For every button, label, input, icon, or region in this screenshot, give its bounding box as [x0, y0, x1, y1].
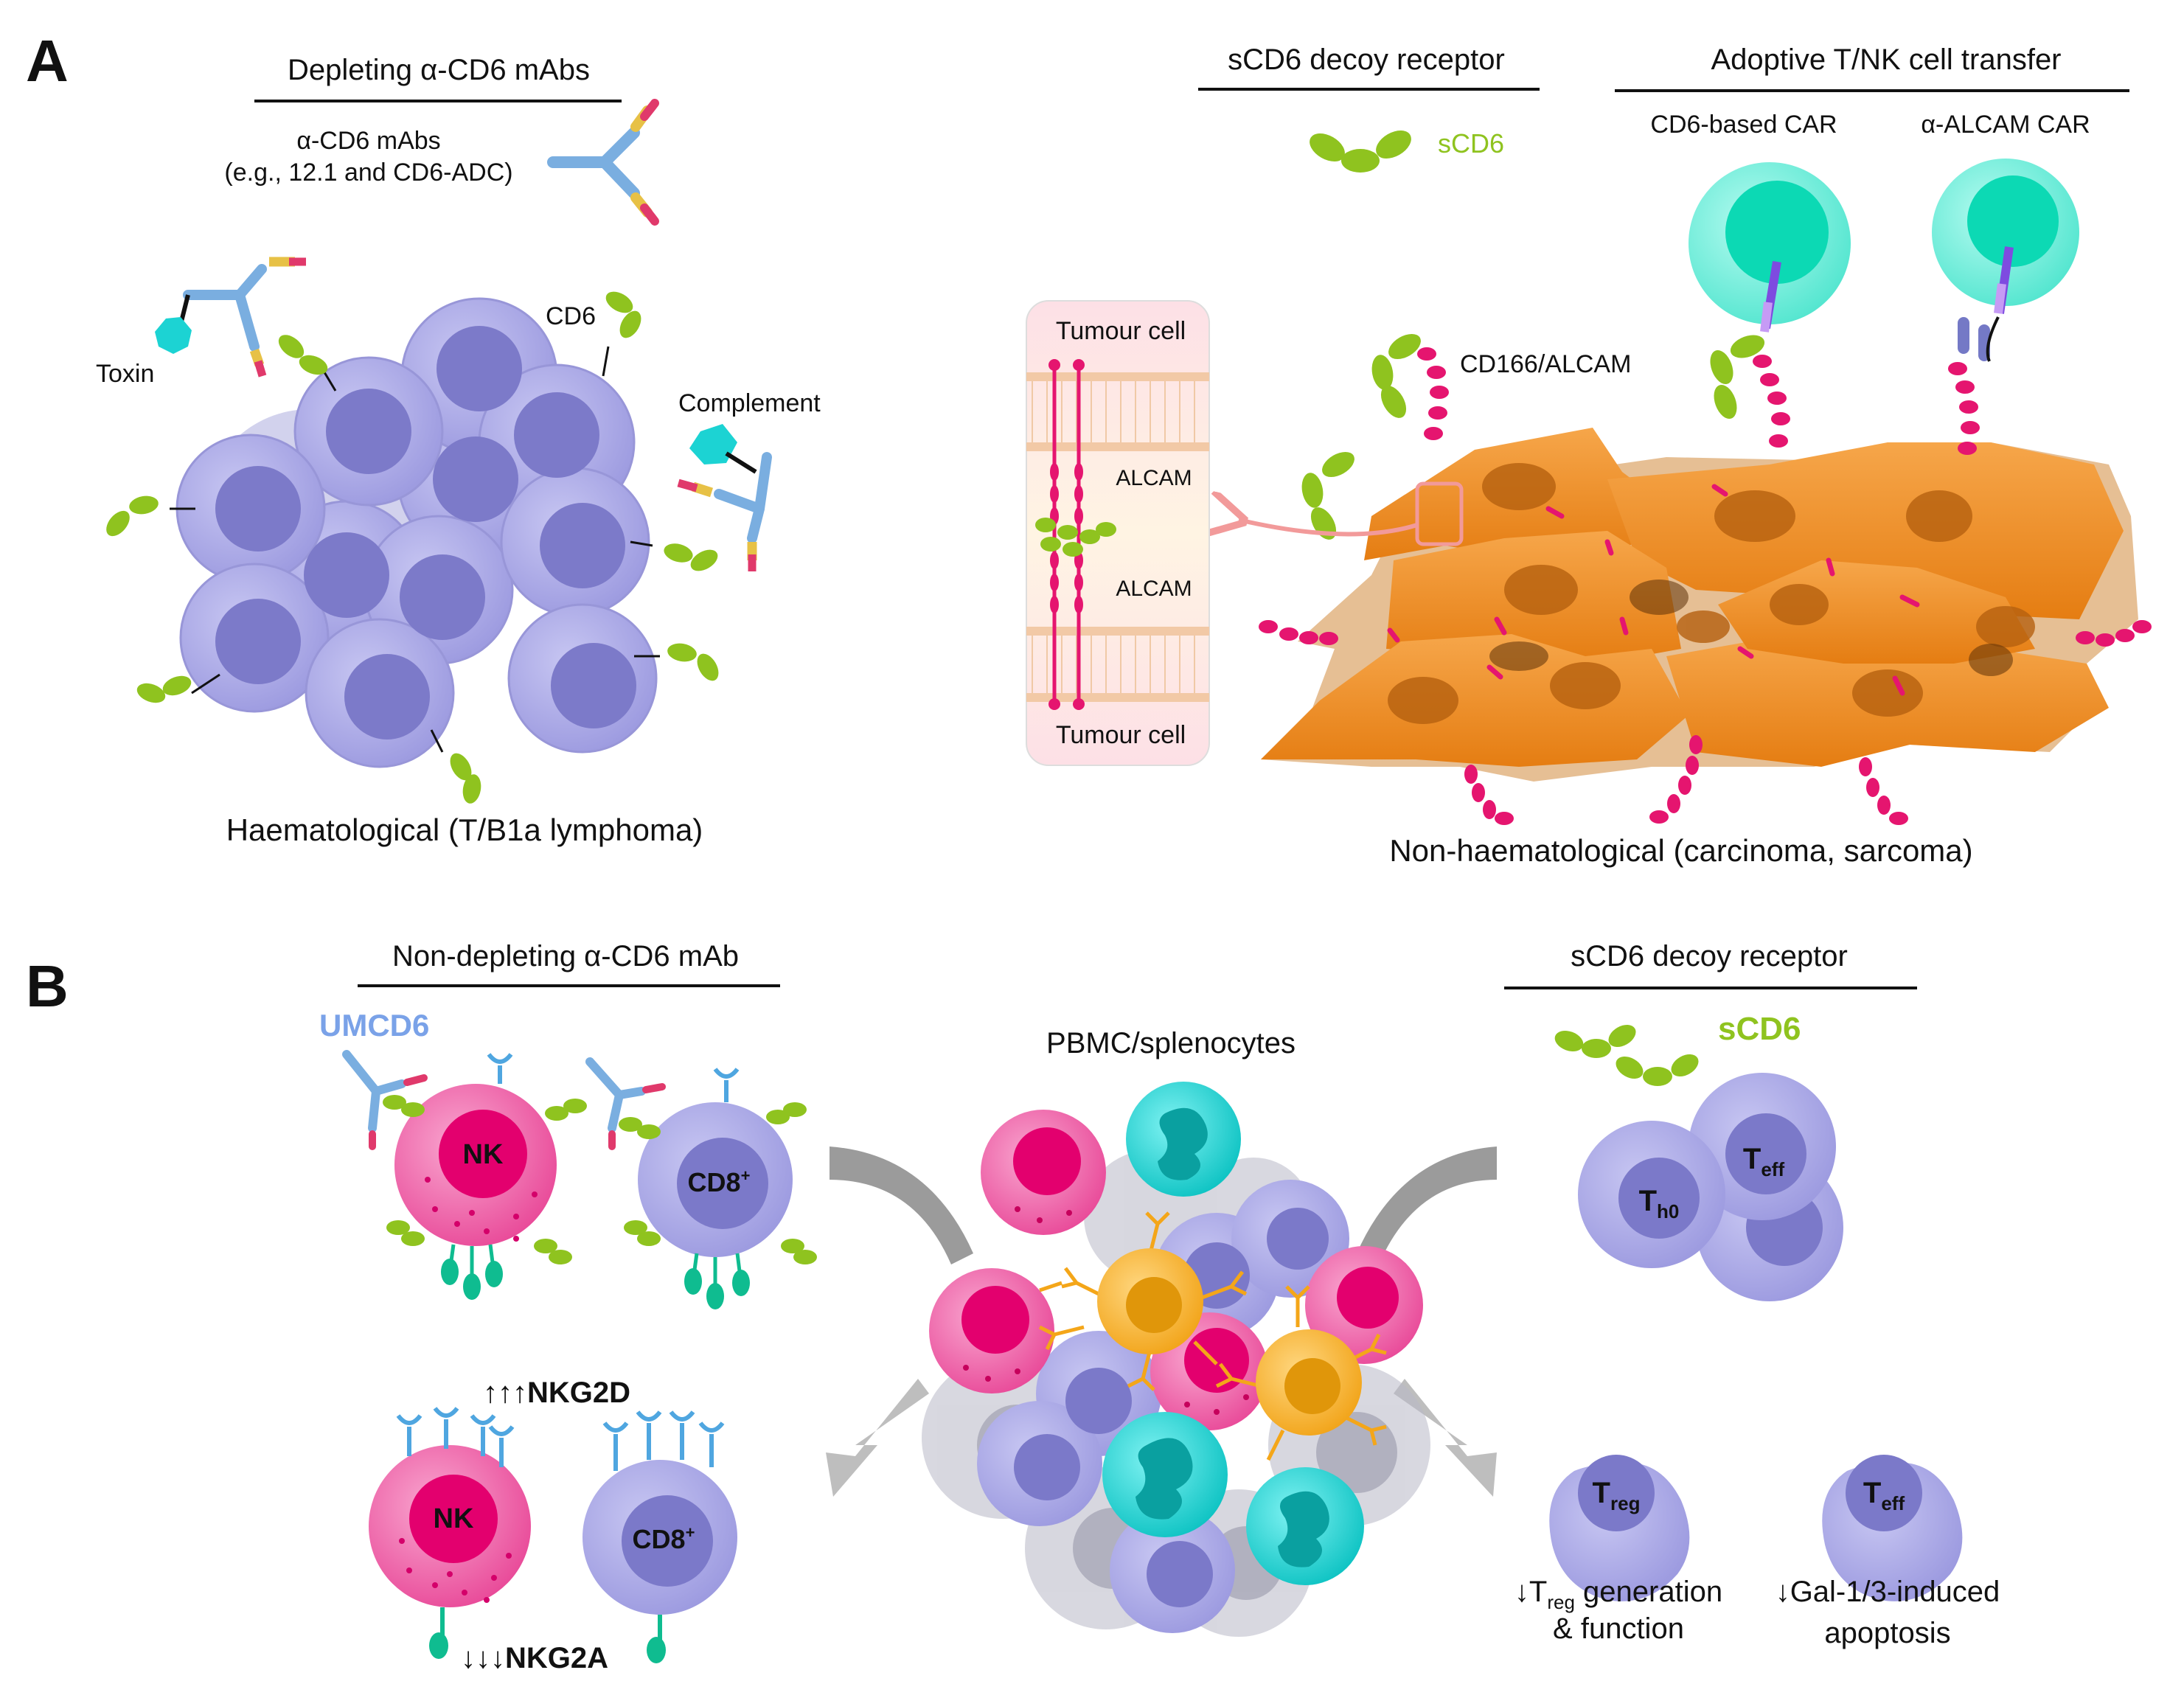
t-cell-group: [1578, 1073, 1843, 1301]
adoptive-heading: Adoptive T/NK cell transfer: [1711, 44, 2061, 76]
haematological-caption: Haematological (T/B1a lymphoma): [226, 813, 703, 847]
nkg2d-arrows: ↑↑↑: [483, 1377, 527, 1409]
inset-alcam-label-1: ALCAM: [1116, 466, 1192, 490]
car1-label: CD6-based CAR: [1650, 111, 1837, 139]
cd8-cell-bottom: [582, 1410, 737, 1663]
car-t-cell-cd6: [1689, 162, 1851, 420]
scd6-molecule-icon: [1310, 131, 1411, 173]
treg-caption-line2: & function: [1553, 1612, 1684, 1645]
cd8-sup-top: +: [741, 1166, 751, 1185]
treg-label: Treg: [1593, 1477, 1641, 1514]
scd6-label-a: sCD6: [1438, 128, 1504, 159]
treg-caption-line1: ↓Treg generation: [1514, 1576, 1722, 1613]
treg-caption-arrow: ↓T: [1514, 1576, 1547, 1608]
tumour-cell-mass: [1259, 333, 2152, 825]
inset-bottom-label: Tumour cell: [1056, 721, 1186, 749]
nkg2d-label: ↑↑↑NKG2D: [483, 1377, 630, 1409]
zoom-arrow: [1239, 520, 1418, 534]
cd8-label-bottom: CD8+: [633, 1523, 695, 1554]
mab-label-line2: (e.g., 12.1 and CD6-ADC): [224, 159, 512, 187]
scd6-label-b: sCD6: [1718, 1011, 1801, 1047]
scd6-decoy-heading-b: sCD6 decoy receptor: [1571, 940, 1848, 972]
scd6-molecule-icon-b: [1554, 1024, 1699, 1086]
car2-label: α-ALCAM CAR: [1921, 111, 2090, 139]
lymphoma-cell-cluster: Toxin CD6 Complement: [96, 257, 821, 804]
nkg2a-arrows: ↓↓↓: [461, 1642, 505, 1674]
th0-sub: h0: [1657, 1200, 1679, 1222]
treg-sub: reg: [1610, 1492, 1640, 1514]
inset-alcam-label-2: ALCAM: [1116, 577, 1192, 601]
cd8-cell-top: [585, 1057, 817, 1309]
pbmc-label: PBMC/splenocytes: [1046, 1027, 1296, 1059]
cd8-sup-bottom: +: [686, 1523, 695, 1542]
panel-a-label: A: [26, 28, 69, 94]
cd166-alcam-label: CD166/ALCAM: [1460, 350, 1631, 378]
cd8-label-top: CD8+: [688, 1166, 751, 1197]
th0-t: T: [1639, 1185, 1657, 1217]
depleting-heading: Depleting α-CD6 mAbs: [288, 54, 590, 86]
treg-t: T: [1593, 1477, 1610, 1509]
treg-caption-sub: reg: [1547, 1591, 1575, 1613]
cd6-label: CD6: [546, 302, 596, 330]
teff-caption-line2: apoptosis: [1824, 1617, 1950, 1649]
antibody-icon: [547, 99, 659, 226]
teff-cell: [1822, 1455, 1963, 1601]
non-depleting-heading: Non-depleting α-CD6 mAb: [392, 940, 739, 972]
complement-label: Complement: [678, 389, 821, 417]
toxin-antibody-icon: [155, 257, 306, 377]
alcam-inset: [1026, 300, 1210, 766]
teff-label-group: Teff: [1743, 1143, 1785, 1180]
zoom-box: [1415, 481, 1464, 546]
umcd6-label: UMCD6: [319, 1008, 429, 1043]
teff-sub-group: eff: [1761, 1158, 1784, 1180]
nkg2a-label: ↓↓↓NKG2A: [461, 1642, 608, 1674]
th0-label: Th0: [1639, 1185, 1680, 1222]
teff-t-group: T: [1743, 1143, 1761, 1175]
nkg2a-name: NKG2A: [505, 1642, 608, 1674]
inset-top-label: Tumour cell: [1056, 317, 1186, 345]
cd8-main-bottom: CD8: [633, 1524, 686, 1554]
car-t-cell-alcam: [1932, 159, 2079, 362]
nk-cell-bottom: [369, 1407, 531, 1659]
panel-b-label: B: [26, 953, 69, 1019]
mab-label-line1: α-CD6 mAbs: [296, 127, 440, 155]
teff-label: Teff: [1863, 1477, 1905, 1514]
cd8-main-top: CD8: [688, 1167, 741, 1197]
non-haematological-caption: Non-haematological (carcinoma, sarcoma): [1389, 833, 1972, 868]
treg-caption-rest: generation: [1575, 1576, 1722, 1608]
scd6-decoy-heading-a: sCD6 decoy receptor: [1228, 44, 1505, 76]
teff-t: T: [1863, 1477, 1881, 1509]
pbmc-cluster: [922, 1082, 1430, 1637]
toxin-label: Toxin: [96, 360, 154, 388]
nkg2d-name: NKG2D: [527, 1377, 630, 1409]
teff-sub: eff: [1881, 1492, 1905, 1514]
teff-caption-line1: ↓Gal-1/3-induced: [1776, 1576, 2000, 1608]
nk-label-bottom: NK: [434, 1503, 474, 1534]
nk-cell-top: [342, 1050, 587, 1300]
treg-cell: [1549, 1455, 1690, 1601]
complement-antibody-icon: [677, 424, 772, 571]
nk-label-top: NK: [463, 1139, 504, 1170]
